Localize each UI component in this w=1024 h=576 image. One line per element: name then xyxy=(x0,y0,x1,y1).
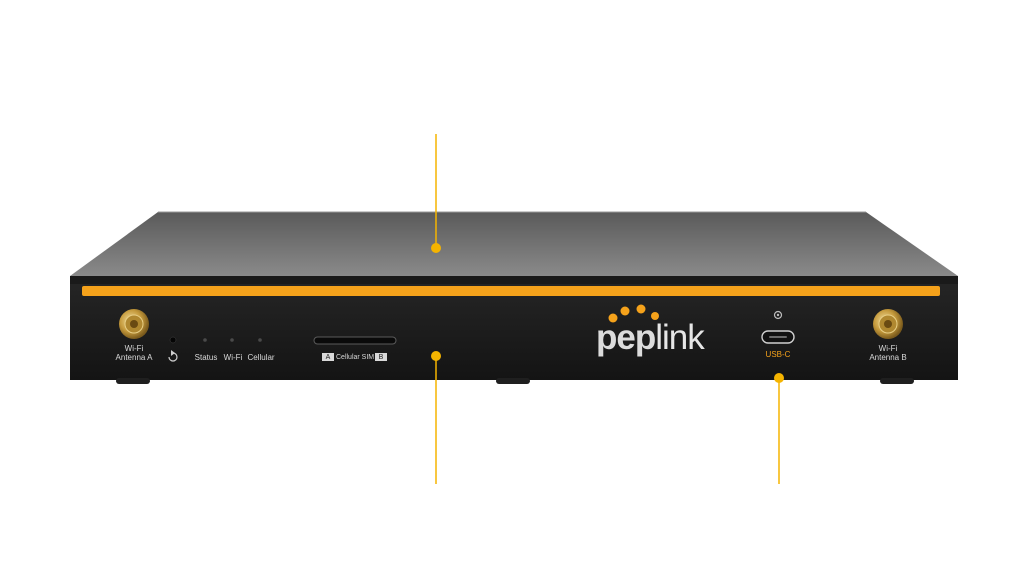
callout-usb xyxy=(774,373,784,484)
sma-connector-icon[interactable] xyxy=(873,309,903,339)
logo-bold: pep xyxy=(596,318,656,357)
accent-stripe xyxy=(82,286,940,296)
led-wifi-label: Wi-Fi xyxy=(223,353,243,362)
reset-icon xyxy=(168,350,178,362)
antenna-a-label: Wi-Fi Antenna A xyxy=(112,344,156,362)
peplink-logo-dots xyxy=(608,304,659,323)
callout-front-center xyxy=(431,351,441,484)
reset-pinhole[interactable] xyxy=(169,336,177,344)
antenna-b-label-line2: Antenna B xyxy=(869,353,907,362)
cellular-sim-label: Cellular SIM xyxy=(336,354,375,361)
foot-right xyxy=(880,378,914,384)
usb-c-label: USB-C xyxy=(765,350,791,359)
led-status-label: Status xyxy=(194,353,218,362)
peplink-logo: peplink xyxy=(596,318,705,358)
led-status xyxy=(203,338,207,342)
sim-b-label: B xyxy=(378,354,384,361)
led-cellular xyxy=(258,338,262,342)
callout-top xyxy=(431,134,441,253)
logo-light: link xyxy=(655,318,705,357)
antenna-a-label-line2: Antenna A xyxy=(115,353,153,362)
antenna-b-label: Wi-Fi Antenna B xyxy=(866,344,910,362)
lock-icon xyxy=(773,310,783,320)
led-wifi xyxy=(230,338,234,342)
foot-center xyxy=(496,378,530,384)
led-cellular-label: Cellular xyxy=(247,353,275,362)
antenna-a-label-line1: Wi-Fi xyxy=(124,344,144,353)
foot-left xyxy=(116,378,150,384)
sim-slot[interactable] xyxy=(313,336,397,345)
antenna-b-label-line1: Wi-Fi xyxy=(878,344,898,353)
sma-connector-icon[interactable] xyxy=(119,309,149,339)
sim-a-label: A xyxy=(325,354,331,361)
router-top-lid xyxy=(70,212,958,276)
sim-a-badge xyxy=(322,353,334,361)
sim-b-badge xyxy=(375,353,387,361)
